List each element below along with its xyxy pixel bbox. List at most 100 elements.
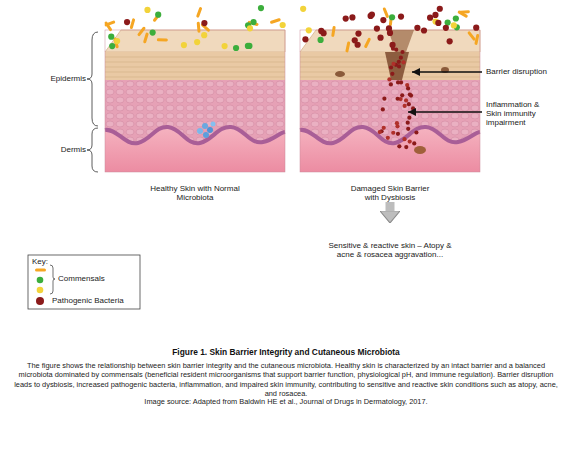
round-bacterium	[380, 17, 386, 23]
panel-label: Damaged Skin Barrier with Dysbiosis	[344, 184, 436, 202]
round-bacterium	[302, 36, 308, 42]
rod-bacterium	[345, 41, 350, 52]
invading-bacterium	[406, 127, 410, 131]
rod-bacterium	[331, 26, 336, 37]
rod-bacterium	[467, 31, 476, 42]
skin-panel: Damaged Skin Barrier with Dysbiosis	[290, 0, 490, 202]
invading-bacterium	[378, 130, 382, 134]
legend-heading: Key:	[32, 257, 72, 266]
layer-label: Dermis	[16, 145, 86, 154]
panel-label: Sensitive & reactive skin – Atopy & acne…	[328, 241, 452, 259]
immune-cell	[203, 132, 209, 138]
round-bacterium	[300, 6, 306, 12]
rod-bacterium	[197, 22, 201, 33]
round-bacterium	[398, 13, 404, 19]
invading-bacterium	[389, 65, 393, 69]
legend-label: Commensals	[58, 274, 105, 283]
rod-bacterium	[130, 18, 136, 29]
invading-bacterium	[401, 60, 405, 64]
immune-cells	[197, 122, 216, 139]
rod-bacterium	[270, 18, 281, 24]
invading-bacterium	[400, 50, 404, 54]
invading-bacterium	[406, 121, 410, 125]
round-bacterium	[201, 32, 207, 38]
round-bacterium	[437, 6, 443, 12]
round-bacterium	[349, 14, 355, 20]
barrier-crack	[385, 52, 409, 80]
rod-bacterium	[152, 12, 161, 23]
round-bacterium	[155, 12, 161, 18]
invading-bacterium	[397, 60, 401, 64]
round-bacterium	[150, 30, 156, 36]
rod-bacterium	[382, 7, 389, 18]
round-bacterium	[453, 15, 459, 21]
round-bacterium	[114, 38, 120, 44]
round-bacterium	[245, 43, 251, 49]
healthy-skin-block	[105, 30, 285, 172]
round-bacterium	[108, 34, 114, 40]
invading-bacterium	[402, 137, 406, 141]
legend-swatch	[36, 297, 44, 305]
outcome-box: Sensitive & reactive skin – Atopy & acne…	[328, 223, 452, 259]
invading-bacterium	[386, 136, 390, 140]
rod-bacterium	[457, 10, 468, 18]
invading-bacterium	[412, 141, 416, 145]
invading-bacterium	[391, 47, 395, 51]
invading-bacterium	[408, 139, 412, 143]
round-bacterium	[473, 25, 479, 31]
layer-label: Epidermis	[16, 74, 86, 83]
leader-line	[408, 111, 482, 112]
round-bacterium	[221, 43, 227, 49]
immune-cell	[202, 123, 208, 129]
invading-bacterium	[406, 86, 410, 90]
round-bacterium	[280, 22, 286, 28]
figure-caption: The figure shows the relationship betwee…	[12, 361, 560, 398]
round-bacterium	[109, 43, 115, 49]
round-bacterium	[374, 25, 380, 31]
round-bacterium	[435, 20, 441, 26]
invading-bacterium	[396, 132, 400, 136]
rod-bacterium	[104, 20, 115, 27]
legend-label: Pathogenic Bacteria	[52, 296, 124, 305]
dermis-bracket	[87, 128, 98, 172]
rod-bacterium	[364, 37, 372, 48]
invading-bacterium	[382, 126, 386, 130]
rod-bacterium	[137, 26, 146, 37]
immune-cell	[197, 128, 203, 134]
leader-line	[412, 71, 482, 72]
invading-bacterium	[404, 98, 408, 102]
round-bacterium	[369, 11, 375, 17]
callout-label: Barrier disruption	[486, 67, 570, 76]
invading-bacterium	[403, 104, 407, 108]
invading-bacterium	[381, 107, 385, 111]
round-bacterium	[432, 12, 438, 18]
layer-brackets	[87, 32, 98, 172]
barrier-spot	[414, 146, 426, 154]
invading-bacterium	[395, 121, 399, 125]
rod-bacterium	[143, 32, 149, 43]
rod-bacterium	[196, 7, 203, 18]
invading-bacterium	[397, 64, 401, 68]
round-bacterium	[194, 39, 200, 45]
round-bacterium	[124, 19, 130, 25]
legend-box	[28, 255, 140, 309]
damaged-skin-block	[300, 30, 480, 172]
invading-bacterium	[414, 130, 418, 134]
round-bacterium	[201, 20, 207, 26]
rod-bacterium	[157, 38, 168, 41]
round-bacterium	[355, 30, 361, 36]
immune-cell	[207, 127, 213, 133]
legend-bracket	[50, 265, 55, 294]
invading-bacterium	[399, 56, 403, 60]
invading-bacterium	[407, 116, 411, 120]
round-bacterium	[389, 14, 395, 20]
round-bacterium	[258, 5, 264, 11]
invading-bacterium	[391, 62, 395, 66]
invading-bacterium	[382, 97, 386, 101]
round-bacterium	[181, 42, 187, 48]
callout-label: Inflammation & Skin immunity impairment	[486, 100, 542, 128]
invading-bacterium	[389, 82, 393, 86]
round-bacterium	[451, 22, 457, 28]
panel-label: Healthy Skin with Normal Microbiota	[149, 184, 241, 202]
